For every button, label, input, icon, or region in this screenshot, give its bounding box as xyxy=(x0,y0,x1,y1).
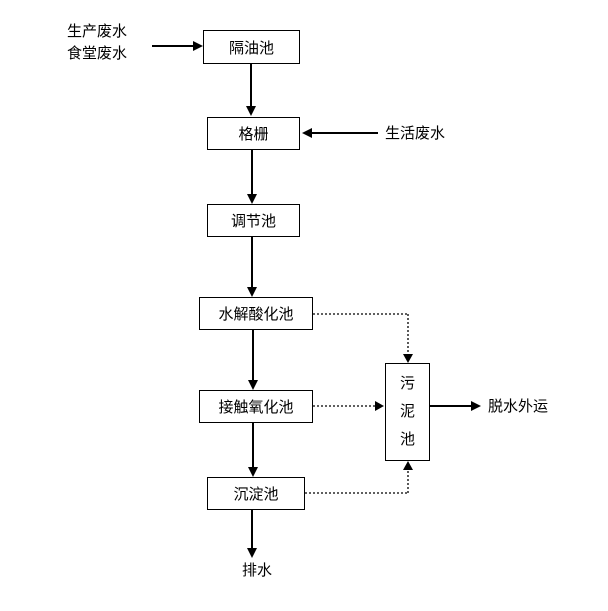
box-regulating-tank: 调节池 xyxy=(207,204,300,237)
arrowheads xyxy=(193,41,481,558)
label-production-wastewater: 生产废水 xyxy=(67,23,128,40)
box-sedimentation-tank-label: 沉淀池 xyxy=(233,486,279,503)
box-sedimentation-tank: 沉淀池 xyxy=(207,477,305,510)
box-screen: 格栅 xyxy=(207,117,300,150)
box-contact-oxidation-tank: 接触氧化池 xyxy=(199,390,313,423)
box-hydrolysis-acidification-tank-label: 水解酸化池 xyxy=(218,306,294,323)
box-oil-separator: 隔油池 xyxy=(203,30,300,64)
dotted-sludge-lines xyxy=(305,313,409,494)
box-sludge-tank: 污泥池 xyxy=(385,363,430,461)
box-contact-oxidation-tank-label: 接触氧化池 xyxy=(218,399,294,416)
label-canteen-wastewater: 食堂废水 xyxy=(67,45,128,62)
label-dewater-transport: 脱水外运 xyxy=(488,398,549,415)
box-sludge-tank-label: 污泥池 xyxy=(400,375,416,448)
label-domestic-wastewater: 生活废水 xyxy=(385,125,446,142)
label-drainage: 排水 xyxy=(242,562,273,579)
box-hydrolysis-acidification-tank: 水解酸化池 xyxy=(199,297,313,330)
box-regulating-tank-label: 调节池 xyxy=(230,213,276,230)
box-oil-separator-label: 隔油池 xyxy=(228,39,274,57)
solid-flow-lines xyxy=(152,45,471,548)
box-screen-label: 格栅 xyxy=(238,126,269,143)
